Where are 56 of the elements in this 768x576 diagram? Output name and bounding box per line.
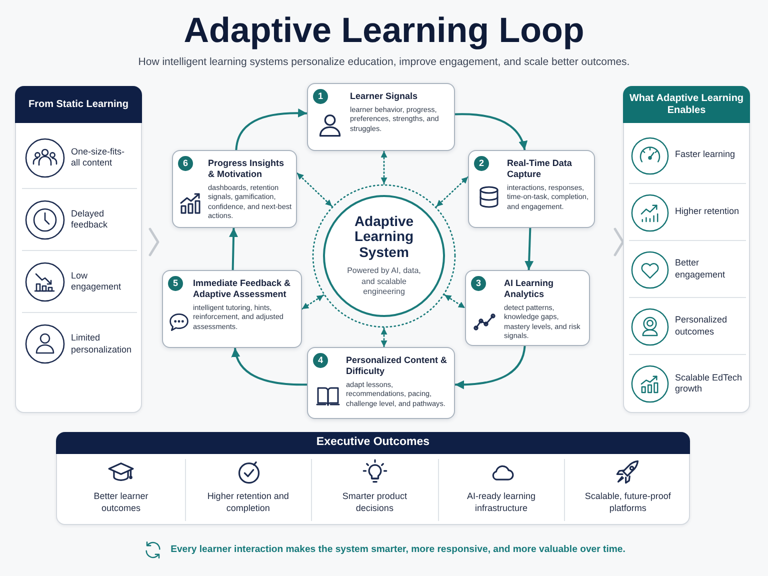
arrow	[235, 108, 308, 150]
item-label: Better engagement	[675, 257, 726, 281]
dotted-double-arrow	[301, 294, 324, 310]
number-badge: 1	[313, 89, 328, 104]
arrow	[524, 228, 534, 270]
panel-header: What Adaptive Learning Enables	[623, 86, 750, 123]
step-card	[172, 150, 297, 228]
step-card	[465, 270, 590, 346]
step-heading: AI Learning Analytics	[504, 278, 555, 300]
panel-header: From Static Learning	[15, 86, 142, 123]
number-badge: 6	[178, 156, 193, 171]
item-label: Delayed feedback	[71, 208, 109, 232]
outcome-label: AI-ready learning infrastructure	[466, 491, 537, 514]
dotted-double-arrow	[296, 172, 333, 207]
outcome-label: Higher retention and completion	[206, 491, 290, 514]
arrow	[455, 346, 526, 390]
dotted-double-arrow	[380, 150, 388, 185]
dotted-double-arrow	[436, 176, 469, 208]
outcome-label: Scalable, future-proof platforms	[584, 491, 672, 514]
step-card	[162, 270, 302, 348]
step-card	[307, 83, 455, 151]
item-label: One-size-fits-all content	[71, 146, 126, 170]
number-badge: 5	[168, 276, 183, 291]
item-label: Faster learning	[675, 149, 736, 161]
step-heading: Learner Signals	[350, 91, 418, 102]
step-card	[468, 150, 595, 228]
subtitle: How intelligent learning systems personalize education, improve engagement, and scale better outcomes.	[138, 55, 630, 69]
item-label: Limited personalization	[71, 332, 133, 356]
side-panel	[15, 86, 142, 413]
outcome-label: Smarter product decisions	[341, 491, 408, 514]
number-badge: 3	[471, 276, 486, 291]
step-card	[307, 347, 455, 419]
panel-header: Executive Outcomes	[56, 432, 690, 454]
title: Adaptive Learning Loop	[184, 10, 584, 52]
item-label: Higher retention	[675, 206, 740, 218]
arrow	[232, 348, 307, 386]
arrow	[454, 113, 527, 150]
hub-circle	[312, 184, 456, 328]
hub-heading: Adaptive Learning System	[353, 214, 415, 261]
outcome-label: Better learner outcomes	[92, 491, 150, 514]
hub-description: Powered by AI, data, and scalable engineering	[346, 266, 422, 298]
number-badge: 2	[474, 156, 489, 171]
tagline: Every learner interaction makes the system smarter, more responsive, and more valuable over time.	[170, 543, 626, 557]
item-label: Low engagement	[71, 270, 122, 294]
outcomes-panel	[56, 432, 690, 525]
side-panel	[623, 86, 750, 413]
step-heading: Immediate Feedback & Adaptive Assessment	[193, 278, 292, 300]
item-label: Scalable EdTech growth	[675, 372, 744, 396]
arrow	[229, 228, 238, 270]
item-label: Personalized outcomes	[675, 314, 728, 338]
step-heading: Progress Insights & Motivation	[208, 158, 286, 180]
number-badge: 4	[313, 353, 328, 368]
dotted-double-arrow	[444, 294, 466, 309]
step-heading: Personalized Content & Difficulty	[346, 355, 448, 377]
dotted-double-arrow	[380, 327, 388, 348]
step-heading: Real-Time Data Capture	[507, 158, 573, 180]
